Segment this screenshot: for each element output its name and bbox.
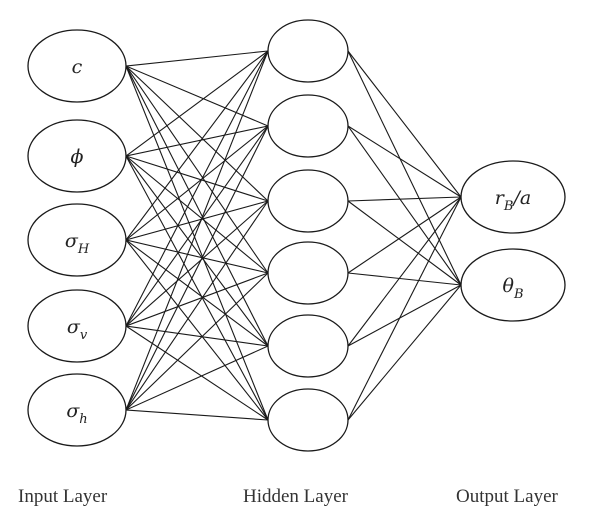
edge-hidden-4-output-1 (347, 284, 462, 347)
input-node-label-4: σh (66, 400, 87, 427)
edge-input-3-hidden-4 (125, 325, 269, 347)
edge-hidden-0-output-0 (347, 50, 462, 198)
edge-input-2-hidden-2 (125, 200, 269, 241)
edge-hidden-3-output-1 (347, 272, 462, 286)
edge-input-0-hidden-1 (125, 65, 269, 127)
nodes: c ϕ σH σv σh rB/a θB (27, 19, 566, 452)
edge-input-2-hidden-4 (125, 239, 269, 347)
hidden-node-5 (267, 388, 349, 452)
input-layer-label: Input Layer (18, 486, 108, 507)
edge-input-3-hidden-1 (125, 125, 269, 327)
input-node-3 (27, 289, 127, 363)
edge-input-2-hidden-0 (125, 50, 269, 241)
edge-input-3-hidden-3 (125, 272, 269, 327)
hidden-layer-label: Hidden Layer (243, 486, 348, 507)
edge-hidden-1-output-0 (347, 125, 462, 198)
edge-input-4-hidden-0 (125, 50, 269, 411)
edge-input-1-hidden-1 (125, 125, 269, 157)
edge-hidden-2-output-0 (347, 196, 462, 202)
edge-input-2-hidden-5 (125, 239, 269, 421)
edge-input-1-hidden-5 (125, 155, 269, 421)
hidden-node-2 (267, 169, 349, 233)
input-node-label-2: σH (65, 230, 90, 257)
edge-hidden-1-output-1 (347, 125, 462, 286)
edge-input-0-hidden-3 (125, 65, 269, 274)
edge-input-4-hidden-4 (125, 345, 269, 411)
hidden-node-3 (267, 241, 349, 305)
input-node-1 (27, 119, 127, 193)
connections (125, 50, 462, 421)
edge-input-1-hidden-2 (125, 155, 269, 202)
edge-hidden-5-output-1 (347, 284, 462, 421)
input-node-label-1: ϕ (71, 146, 84, 168)
input-node-4 (27, 373, 127, 447)
output-node-label-1: θB (502, 275, 523, 302)
input-node-label-0: c (72, 56, 83, 78)
input-node-2 (27, 203, 127, 277)
edge-input-4-hidden-2 (125, 200, 269, 411)
edge-hidden-3-output-0 (347, 196, 462, 274)
edge-input-3-hidden-2 (125, 200, 269, 327)
edge-input-4-hidden-1 (125, 125, 269, 411)
hidden-node-0 (267, 19, 349, 83)
edge-hidden-4-output-0 (347, 196, 462, 347)
input-node-label-3: σv (67, 316, 88, 343)
edge-input-4-hidden-5 (125, 409, 269, 421)
output-node-0 (460, 160, 566, 234)
edge-input-4-hidden-3 (125, 272, 269, 411)
output-node-label-0: rB/a (495, 187, 531, 214)
hidden-node-4 (267, 314, 349, 378)
edge-input-0-hidden-5 (125, 65, 269, 421)
edge-input-0-hidden-4 (125, 65, 269, 347)
edge-input-2-hidden-3 (125, 239, 269, 274)
edge-hidden-5-output-0 (347, 196, 462, 421)
hidden-node-1 (267, 94, 349, 158)
input-node-0 (27, 29, 127, 103)
edge-input-0-hidden-2 (125, 65, 269, 202)
edge-input-3-hidden-0 (125, 50, 269, 327)
edge-input-1-hidden-4 (125, 155, 269, 347)
edge-input-1-hidden-3 (125, 155, 269, 274)
edge-hidden-0-output-1 (347, 50, 462, 286)
output-layer-label: Output Layer (456, 486, 558, 507)
edge-input-1-hidden-0 (125, 50, 269, 157)
edge-hidden-2-output-1 (347, 200, 462, 286)
edge-input-3-hidden-5 (125, 325, 269, 421)
output-node-1 (460, 248, 566, 322)
edge-input-0-hidden-0 (125, 50, 269, 67)
edge-input-2-hidden-1 (125, 125, 269, 241)
